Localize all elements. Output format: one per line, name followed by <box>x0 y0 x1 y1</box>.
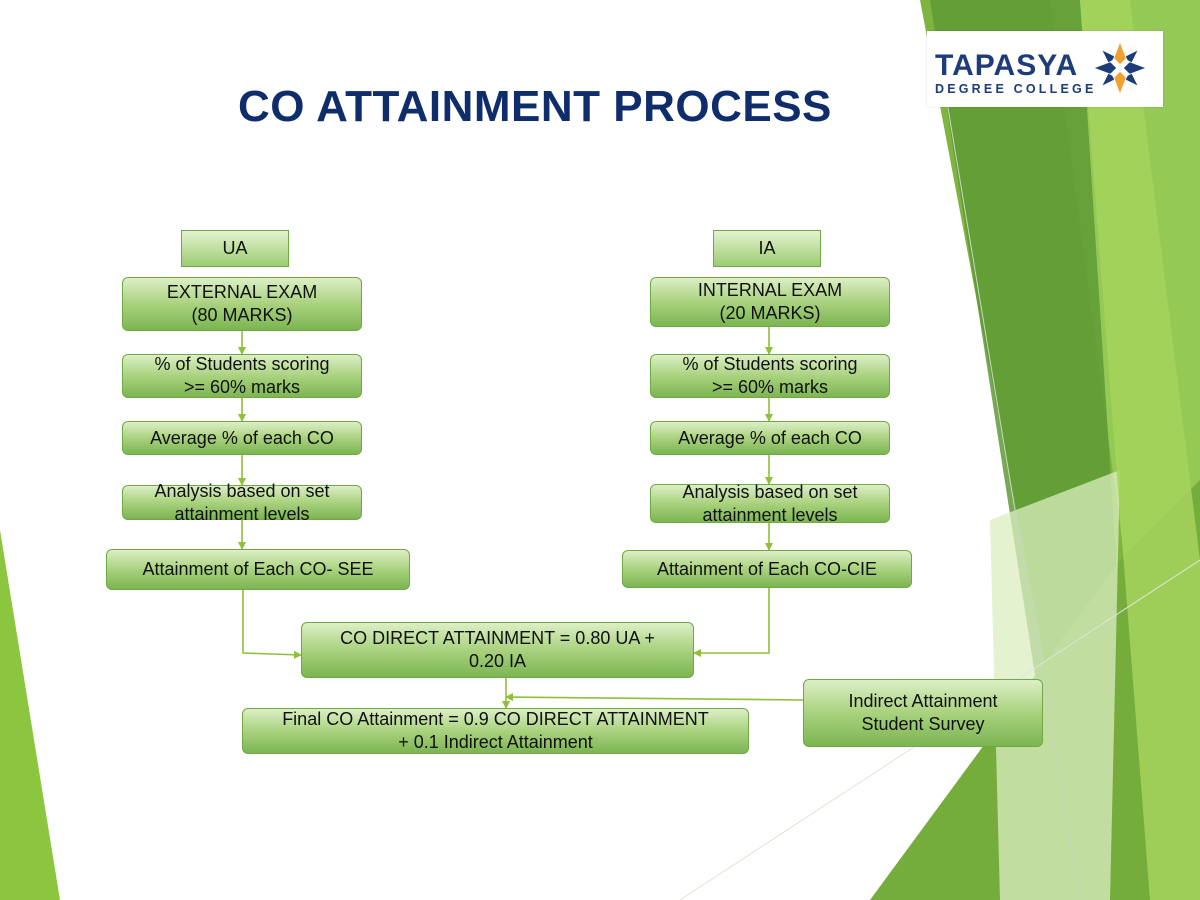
logo-subtitle: DEGREE COLLEGE <box>935 82 1097 96</box>
ia-percent-line-2: >= 60% marks <box>711 377 829 397</box>
right-pale-shard <box>990 470 1120 900</box>
ua-label-text: UA <box>222 238 248 258</box>
college-logo: TAPASYA DEGREE COLLEGE <box>927 31 1163 107</box>
left-green-sliver <box>0 530 60 900</box>
ia-analysis-box: Analysis based on set attainment levels <box>650 481 890 525</box>
ua-attainment-box: Attainment of Each CO- SEE <box>106 549 410 590</box>
ua-label: UA <box>181 230 289 267</box>
indirect-line-2: Student Survey <box>861 714 985 734</box>
direct-line-1: CO DIRECT ATTAINMENT = 0.80 UA + <box>340 628 655 648</box>
ia-percent-scoring-box: % of Students scoring >= 60% marks <box>650 354 890 398</box>
arrow-ia-attainment-to-direct <box>693 588 770 657</box>
final-line-2: + 0.1 Indirect Attainment <box>398 732 593 752</box>
page-title: CO ATTAINMENT PROCESS <box>238 82 832 131</box>
ua-average-text: Average % of each CO <box>150 427 334 448</box>
final-co-attainment-box: Final CO Attainment = 0.9 CO DIRECT ATTA… <box>242 708 749 754</box>
direct-line-2: 0.20 IA <box>468 651 527 671</box>
external-exam-line-2: (80 MARKS) <box>191 305 293 325</box>
indirect-attainment-box: Indirect Attainment Student Survey <box>803 679 1043 747</box>
ia-percent-line-1: % of Students scoring <box>682 354 858 374</box>
internal-exam-line-1: INTERNAL EXAM <box>697 280 843 300</box>
ia-attainment-box: Attainment of Each CO-CIE <box>622 550 912 588</box>
ua-analysis-line-2: attainment levels <box>174 503 310 524</box>
external-exam-line-1: EXTERNAL EXAM <box>166 282 318 302</box>
arrow-indirect-to-final <box>505 693 804 702</box>
ia-attainment-text: Attainment of Each CO-CIE <box>656 558 878 579</box>
right-bright-shard <box>1080 0 1200 900</box>
logo-name: TAPASYA <box>935 49 1079 82</box>
thin-line-1 <box>944 89 1081 900</box>
indirect-line-1: Indirect Attainment <box>848 691 998 711</box>
internal-exam-line-2: (20 MARKS) <box>719 303 821 323</box>
internal-exam-box: INTERNAL EXAM (20 MARKS) <box>650 277 890 327</box>
ia-label-text: IA <box>758 238 776 258</box>
ua-percent-line-2: >= 60% marks <box>183 377 301 397</box>
co-direct-attainment-box: CO DIRECT ATTAINMENT = 0.80 UA + 0.20 IA <box>301 622 694 678</box>
ua-analysis-line-1: Analysis based on set <box>154 480 330 501</box>
ua-analysis-box: Analysis based on set attainment levels <box>122 481 362 524</box>
ua-percent-line-1: % of Students scoring <box>154 354 330 374</box>
external-exam-box: EXTERNAL EXAM (80 MARKS) <box>122 277 362 331</box>
ia-analysis-line-2: attainment levels <box>702 504 838 525</box>
ia-analysis-line-1: Analysis based on set <box>682 481 858 502</box>
ua-average-box: Average % of each CO <box>122 421 362 455</box>
ia-average-box: Average % of each CO <box>650 421 890 455</box>
ua-attainment-text: Attainment of Each CO- SEE <box>142 559 374 579</box>
final-line-1: Final CO Attainment = 0.9 CO DIRECT ATTA… <box>282 709 709 729</box>
star-emblem-icon <box>1094 42 1146 94</box>
ia-label: IA <box>713 230 821 267</box>
ua-percent-scoring-box: % of Students scoring >= 60% marks <box>122 354 362 398</box>
arrow-ua-attainment-to-direct <box>242 590 302 659</box>
ia-average-text: Average % of each CO <box>678 427 862 448</box>
